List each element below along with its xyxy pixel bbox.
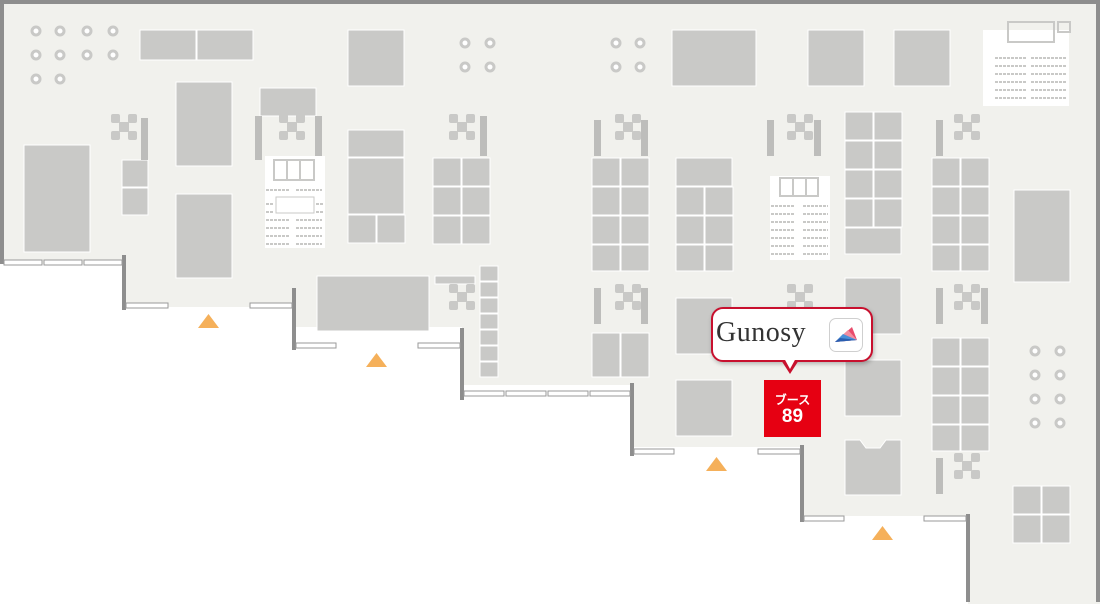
highlighted-booth-89[interactable]: ブース 89 <box>764 380 821 437</box>
gunosy-logo-mark <box>835 327 857 342</box>
window-strips <box>3 259 967 522</box>
entrance-arrow-icon <box>198 314 893 540</box>
sofa-set-icon <box>111 114 980 479</box>
booth-label: ブース <box>774 393 811 407</box>
round-table-icon <box>30 25 1066 429</box>
exhibitor-name: Gunosy <box>716 317 807 348</box>
seating-rows-icon <box>265 21 1071 260</box>
booth-number: 89 <box>781 406 804 427</box>
gunosy-logo-icon <box>829 318 863 352</box>
callout-pointer-inner <box>784 358 796 369</box>
booth-blocks <box>23 29 1071 544</box>
partition-panels <box>141 116 988 494</box>
